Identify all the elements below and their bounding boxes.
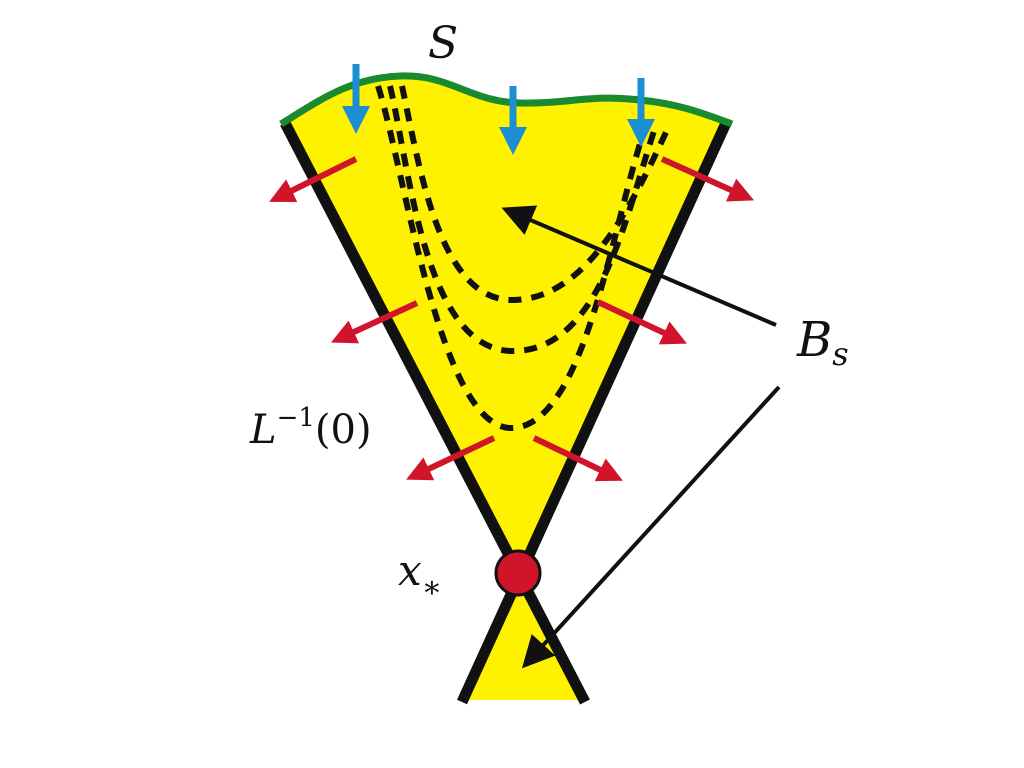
equilibrium-point xyxy=(494,549,542,597)
upper-region xyxy=(283,75,730,574)
level-curve-inner xyxy=(399,85,671,304)
level-set-label-main: L xyxy=(249,407,277,453)
outflow-arrow-right-top xyxy=(660,156,755,202)
boundary-left xyxy=(280,120,590,705)
outflow-arrow-right-middle xyxy=(596,299,687,345)
surface-label: S xyxy=(428,18,458,69)
boundary-lines xyxy=(280,120,732,705)
outflow-arrow-left-bottom xyxy=(406,435,496,481)
outflow-arrow-left-middle xyxy=(331,300,419,344)
level-curves xyxy=(375,85,671,432)
point-label-main: x xyxy=(398,546,422,595)
point-label-sub: ∗ xyxy=(422,570,442,605)
basin-label: Bs xyxy=(796,312,849,373)
level-curve-middle xyxy=(387,85,658,355)
basin-label-main: B xyxy=(796,312,832,368)
outflow-arrows xyxy=(269,156,755,482)
level-set-label-arg: (0) xyxy=(315,407,372,453)
outflow-arrow-left-top xyxy=(269,156,358,202)
level-set-label: L−1(0) xyxy=(249,403,372,453)
pointer-arrow-lower xyxy=(521,385,781,669)
inflow-arrows xyxy=(342,64,655,155)
pointer-arrows xyxy=(501,205,781,669)
boundary-right xyxy=(456,120,732,705)
level-set-label-sup: −1 xyxy=(277,403,315,433)
outflow-arrow-right-bottom xyxy=(532,435,623,482)
basin-label-sub: s xyxy=(832,335,848,373)
point-label: x∗ xyxy=(398,546,442,605)
pointer-arrow-upper xyxy=(501,205,777,327)
level-curve-outer xyxy=(375,85,648,432)
